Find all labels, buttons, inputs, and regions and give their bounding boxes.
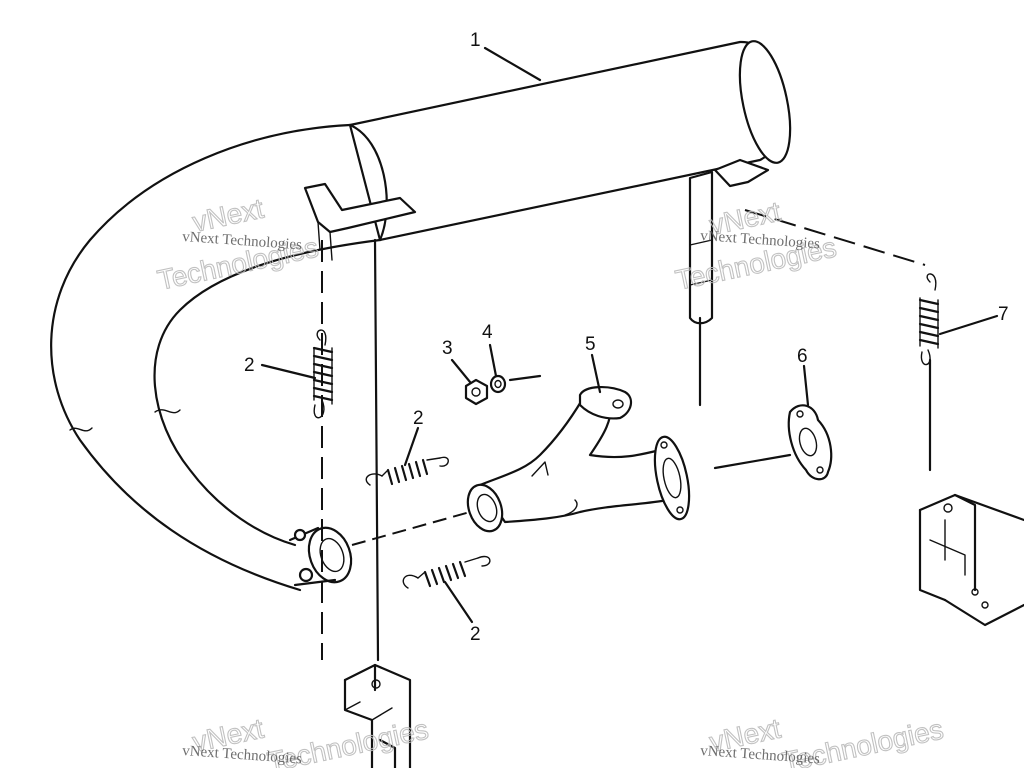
nut-and-washer xyxy=(464,374,507,406)
callout-2-lower: 2 xyxy=(470,624,481,645)
gasket-bolt-top xyxy=(796,410,804,418)
spring-hook-upper xyxy=(293,528,307,542)
guide-y-to-gasket xyxy=(713,453,792,470)
y-pipe-inlet-inner xyxy=(476,493,498,523)
springs xyxy=(312,273,940,589)
y-pipe-flange-hole xyxy=(612,399,624,409)
guide-left-solid xyxy=(373,238,380,662)
callout-5: 5 xyxy=(585,334,596,355)
gasket-hole xyxy=(798,427,818,457)
callout-2-left: 2 xyxy=(244,355,255,376)
pipe-kink xyxy=(154,409,181,414)
callout-7: 7 xyxy=(998,304,1009,325)
guide-right-diagonal xyxy=(744,209,926,266)
guide-pipe-to-y xyxy=(351,511,471,546)
spring-vertical-left xyxy=(312,329,334,419)
y-pipe-right-flange-inner xyxy=(662,457,682,499)
muffler-assembly xyxy=(50,40,792,592)
pipe-bracket-left-detail xyxy=(317,221,333,261)
leader-lines xyxy=(260,46,999,624)
head-pipe-inner xyxy=(153,238,382,547)
y-pipe-hook-2 xyxy=(564,499,578,516)
pipe-bracket-left xyxy=(303,182,417,234)
callout-4: 4 xyxy=(482,322,493,343)
canister-tab xyxy=(713,158,770,188)
nut xyxy=(464,378,489,406)
callout-3: 3 xyxy=(442,338,453,359)
spring-diagonal-lower xyxy=(402,555,491,589)
gasket xyxy=(787,404,833,481)
y-pipe-hook xyxy=(531,461,549,477)
washer-hole xyxy=(494,379,502,389)
y-pipe-flange-bolt-bottom xyxy=(676,506,684,514)
canister-post-band xyxy=(689,239,713,286)
frame-bracket-right xyxy=(918,493,1024,627)
y-pipe-body xyxy=(478,396,670,524)
watermark-bottom-right: vNext Technologies vNext Technologies xyxy=(700,712,947,768)
watermark-bottom-left: vNext Technologies vNext Technologies xyxy=(182,712,432,768)
watermark-top-left: vNext Technologies vNext Technologies xyxy=(154,192,321,296)
callout-2-middle: 2 xyxy=(413,408,424,429)
pipe-kink-2 xyxy=(69,427,93,432)
spring-hook-lower xyxy=(298,567,314,583)
nut-hole xyxy=(471,387,481,397)
guide-lines xyxy=(321,209,932,662)
canister-post xyxy=(688,170,714,325)
muffler-end-cap xyxy=(738,40,792,164)
guide-nut-to-y xyxy=(508,374,542,382)
callout-6: 6 xyxy=(797,346,808,367)
frame-bracket-left xyxy=(343,663,412,768)
y-pipe-flange-bolt-top xyxy=(660,441,668,449)
gasket-bolt-bottom xyxy=(816,466,824,474)
y-pipe xyxy=(466,386,691,533)
spring-right xyxy=(918,273,940,366)
y-pipe-right-flange xyxy=(653,435,691,521)
canister-seam xyxy=(348,123,388,242)
head-pipe-outer xyxy=(50,123,352,592)
gasket-body xyxy=(787,404,833,481)
spring-diagonal-middle xyxy=(365,456,449,486)
washer xyxy=(489,374,507,394)
callouts: 1 2 2 2 3 4 5 6 7 xyxy=(244,30,1009,645)
callout-1: 1 xyxy=(470,30,481,51)
